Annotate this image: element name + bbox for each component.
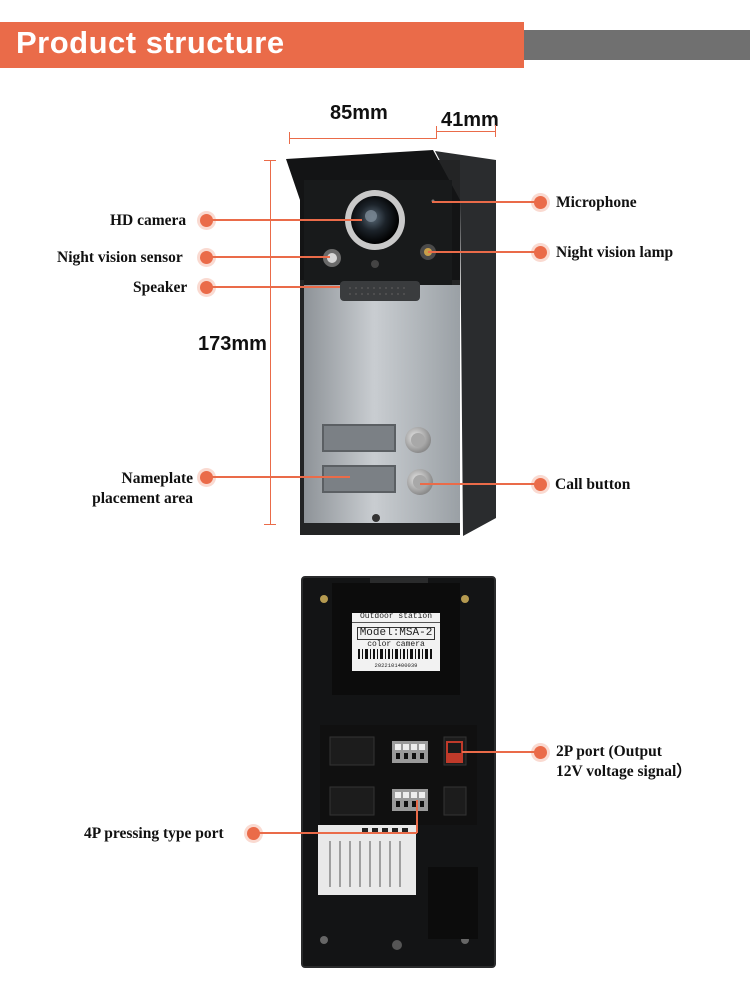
label-night-vision-lamp: Night vision lamp (556, 244, 674, 261)
marker-dot-night-vision-lamp (534, 246, 547, 259)
width-dimension-line (289, 138, 437, 139)
leader-night-vision-lamp (428, 251, 536, 253)
leader-call-button (420, 483, 536, 485)
width-tick-right (436, 126, 437, 138)
label-2p-port-line2: 12V voltage signal） (556, 763, 692, 780)
label-night-vision-sensor: Night vision sensor (57, 249, 183, 266)
label-nameplate-line1: Nameplate (121, 470, 193, 487)
leader-nameplate (210, 476, 350, 478)
header-gray-bar (524, 30, 750, 60)
marker-dot-2p-port (534, 746, 547, 759)
height-dimension: 173mm (198, 333, 267, 355)
leader-2p-port (462, 751, 536, 753)
leader-night-vision-sensor (210, 256, 330, 258)
marker-dot-speaker (200, 281, 213, 294)
label-2p-port: 2P port (Output 12V voltage signal） (556, 742, 692, 782)
leader-4p-port-vertical (416, 800, 418, 833)
label-nameplate-line2: placement area (92, 490, 193, 507)
door-station-front-illustration (286, 150, 496, 536)
header-banner: Product structure (0, 22, 524, 68)
label-2p-port-line1: 2P port (Output (556, 743, 662, 760)
depth-dimension: 41mm (441, 109, 499, 131)
leader-4p-port (257, 832, 417, 834)
marker-dot-nameplate (200, 471, 213, 484)
marker-dot-hd-camera (200, 214, 213, 227)
leader-speaker (210, 286, 340, 288)
depth-tick-right (495, 125, 496, 137)
sticker-heading: Outdoor station (352, 613, 440, 623)
sticker-model: Model:MSA-2 (356, 627, 436, 640)
marker-dot-microphone (534, 196, 547, 209)
label-microphone: Microphone (556, 194, 637, 211)
leader-microphone (432, 201, 536, 203)
depth-dimension-line (436, 131, 496, 132)
marker-dot-night-vision-sensor (200, 251, 213, 264)
marker-dot-call-button (534, 478, 547, 491)
height-tick-top (264, 160, 276, 161)
model-sticker: Outdoor station Model:MSA-2 color camera… (352, 613, 440, 669)
door-station-back-illustration (301, 576, 496, 968)
width-dimension: 85mm (330, 102, 388, 124)
page-title: Product structure (16, 25, 285, 60)
label-call-button: Call button (555, 476, 631, 493)
height-dimension-line (270, 160, 271, 525)
width-tick-left (289, 132, 290, 144)
sticker-subtitle: color camera (367, 640, 425, 649)
label-nameplate-area: Nameplate placement area (80, 469, 193, 509)
label-speaker: Speaker (133, 279, 188, 296)
marker-dot-4p-port (247, 827, 260, 840)
leader-hd-camera (210, 219, 362, 221)
label-4p-port: 4P pressing type port (84, 825, 224, 842)
label-hd-camera: HD camera (110, 212, 187, 229)
sticker-serial: 2022101400039 (374, 662, 418, 669)
height-tick-bottom (264, 524, 276, 525)
